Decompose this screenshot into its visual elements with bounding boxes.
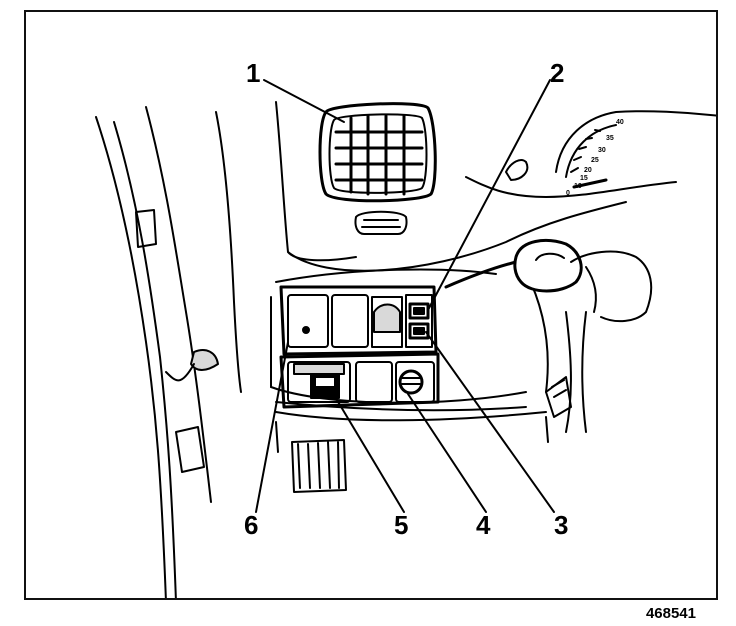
air-vent — [318, 102, 437, 235]
gauge-number: 35 — [606, 135, 614, 142]
leader-6 — [255, 341, 289, 513]
door-pillar — [95, 106, 219, 598]
control-stalk — [444, 238, 653, 433]
figure-id: 468541 — [645, 605, 696, 622]
upper-switch-bank — [279, 285, 438, 356]
callout-4: 4 — [476, 510, 491, 540]
callout-1: 1 — [246, 58, 261, 88]
dashboard-illustration: 40 35 30 25 20 15 10 0 — [95, 79, 716, 598]
leader-1 — [263, 79, 345, 123]
gauge-number: 30 — [598, 147, 606, 154]
callout-6: 6 — [244, 510, 259, 540]
gauge-number: 40 — [616, 119, 624, 126]
leader-5 — [330, 389, 405, 513]
gauge-number: 25 — [591, 157, 599, 164]
callout-3: 3 — [554, 510, 569, 540]
gauge-number: 20 — [584, 167, 592, 174]
gauge-number: 15 — [580, 175, 588, 182]
dashboard-panel — [215, 101, 677, 433]
diagram-frame: 40 35 30 25 20 15 10 0 — [24, 10, 718, 600]
gauge-number: 10 — [574, 183, 582, 190]
lower-dashboard — [275, 376, 572, 493]
callout-2: 2 — [550, 58, 565, 88]
leader-3 — [425, 331, 555, 513]
callout-leaders — [255, 79, 555, 513]
speedometer-gauge: 40 35 30 25 20 15 10 0 — [555, 110, 716, 197]
callout-5: 5 — [394, 510, 409, 540]
lower-switch-bank — [279, 352, 440, 409]
leader-4 — [407, 393, 487, 513]
gauge-number: 0 — [566, 190, 570, 197]
leader-2 — [427, 79, 551, 311]
